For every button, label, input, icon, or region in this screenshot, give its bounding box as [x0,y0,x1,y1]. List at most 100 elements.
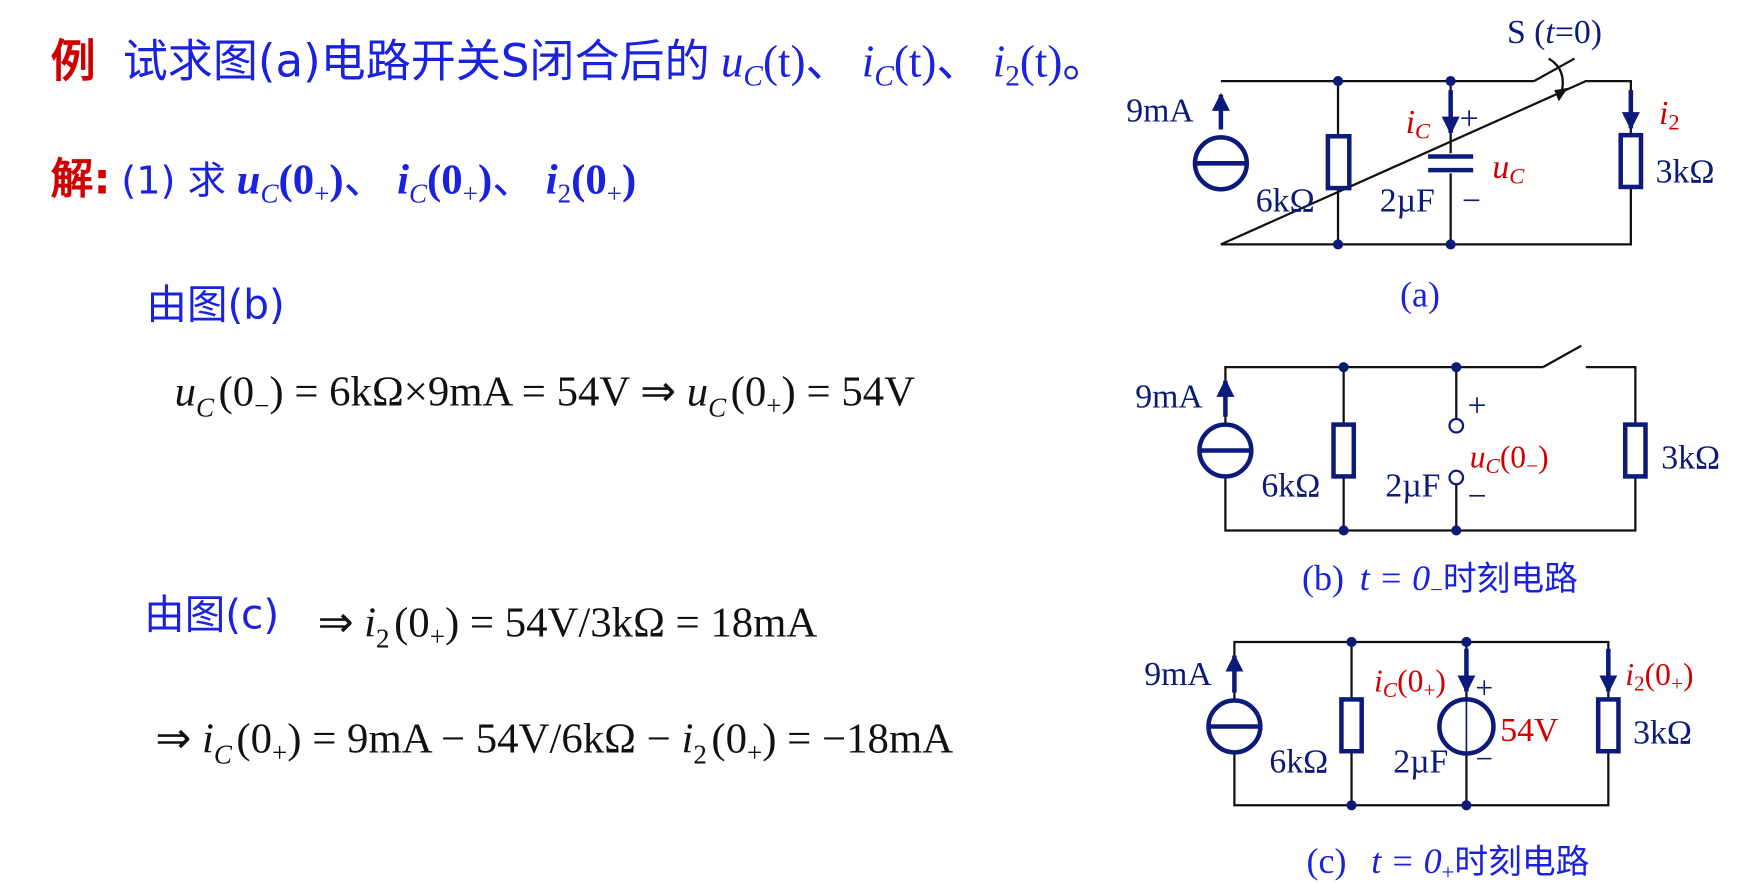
circuit_c-i2_argsub: + [1671,671,1683,695]
solution-terms-2-arg: (0 [571,157,607,204]
circuit_c-caption_text: 时刻电路 [1454,842,1589,881]
title-terms-0-sym: u [721,37,744,87]
svg-text:S (t=0): S (t=0) [1507,14,1602,51]
example-marker: 例 [51,35,96,88]
circuit_b-r2: 3kΩ [1661,440,1720,477]
solution-terms-0-): ) [329,157,343,204]
eq1-lhs_sym: u [175,368,196,415]
circuit_a-plus: + [1460,101,1479,138]
wires [1224,366,1637,532]
solution-terms-0-sym: u [237,157,261,204]
circuit_c-caption: (c) [1306,841,1346,881]
circuit_a-r2: 3kΩ [1656,153,1715,190]
eq3-mid: = 9mA − 54V/6kΩ − [302,715,682,762]
solution-terms-0-arg: (0 [278,157,314,204]
title-terms-1-sub: C [874,61,894,93]
circuit_c-source: 9mA [1144,656,1212,693]
circuit_c-i2_sub: 2 [1634,671,1645,695]
eq3-sub2: 2 [693,740,707,770]
eq1-lhs_close: ) [269,368,283,415]
circuit_b-caption: (b) [1302,558,1344,598]
circuit_a-i2: i [1659,95,1668,132]
circuit_c-minus: − [1475,741,1493,776]
equation-uc-0minus: uC(0−) = 6kΩ×9mA = 54V ⇒ uC(0+) = 54V [175,368,916,422]
eq3-close2: ) [762,715,776,762]
section-b-label: 由图(b) [146,281,284,329]
caption-b: (b)t = 0−时刻电路 [1302,558,1578,602]
circuit_c-r2: 3kΩ [1633,714,1692,751]
circuit_c-ic_arg: (0 [1397,664,1423,699]
circuit_b-caption_t: t = 0 [1360,558,1430,598]
caption-c: (c)t = 0+时刻电路 [1306,841,1589,883]
solution-terms-0-argsub: + [314,179,329,209]
switch-blade [1533,57,1576,83]
terminal-plus-icon [1448,417,1465,434]
problem-title: 例 试求图(a)电路开关S闭合后的 uC(t)、 iC(t)、 i2(t)。 [51,35,1108,93]
eq3-sym: i [202,715,214,762]
circuit_c-caption_t: t = 0 [1371,841,1441,881]
solution-terms-0-sub: C [260,179,279,209]
circuit_a-minus: − [1462,183,1481,220]
eq3-argsub2: + [747,737,762,767]
circuit_a-uc: u [1492,149,1509,186]
circuit_a-ic: i [1406,104,1415,141]
eq1-rhs_sub: C [708,393,727,423]
title-terms-0-sep: 、 [805,35,850,88]
circuit_b-r1: 6kΩ [1261,468,1320,505]
circuit_b-caption_text: 时刻电路 [1443,559,1578,598]
circuit-b: 9mA 6kΩ 2µF 3kΩ + − uC(0−) (b)t = 0−时刻电路 [1135,344,1720,602]
solution-terms-1-sep: 、 [492,155,535,205]
circuit_c-i2_arg: (0 [1645,657,1671,692]
eq3-sub: C [214,740,233,770]
circuit_c-i2_close: ) [1683,657,1694,692]
title-terms-2-sep: 。 [1062,35,1107,88]
eq3-arg: (0 [236,715,272,762]
wires [1220,79,1632,246]
circuit_b-cap: 2µF [1385,468,1440,505]
circuit_b-plus: + [1468,388,1487,425]
circuit_b-uc_close: ) [1538,439,1549,474]
circuit_c-plus: + [1475,670,1493,705]
circuit-c: 9mA 6kΩ 2µF 3kΩ 54V + − iC(0+) i2(0+) (c… [1144,636,1694,883]
eq3-arg2: (0 [711,715,747,762]
eq3-arrow: ⇒ [155,715,202,762]
eq2-argsub: + [430,621,445,651]
eq1-rhs_sym: u [687,368,708,415]
circuit_a-cap: 2µF [1380,183,1435,220]
eq2-close: ) [445,599,459,646]
circuit_c-cap: 2µF [1393,744,1448,781]
circuit_c-vsrc: 54V [1500,712,1558,749]
circuit_a-i2_sub: 2 [1668,110,1679,135]
title-text: 试求图(a)电路开关S闭合后的 [123,35,710,88]
title-terms-2-sub: 2 [1005,61,1020,93]
title-terms-2-arg: (t) [1020,37,1063,87]
circuit_a-uc_sub: C [1509,164,1525,189]
eq1-lhs_sub: C [196,393,215,423]
circuit_b-uc_arg: (0 [1500,439,1526,474]
solution-terms-1-argsub: + [463,179,478,209]
resistor-3k-icon [1618,132,1644,190]
title-terms-1-sym: i [862,37,875,87]
circuit_a-source: 9mA [1126,93,1194,130]
circuit_b-uc: u [1470,439,1486,474]
eq1-lhs_argsub: − [254,390,269,420]
circuit_c-ic_sub: C [1383,678,1398,702]
solution-terms-2-): ) [622,157,636,204]
title-terms-1-sep: 、 [936,35,981,88]
resistor-3k-icon [1622,422,1648,479]
eq1-rhs_argsub: + [766,390,781,420]
eq1-rhs_val: = 54V [796,368,915,415]
circuit_a-switch_label: S ( [1507,14,1545,51]
eq2-sub: 2 [376,624,390,654]
svg-text:iC(0+): iC(0+) [1374,664,1446,703]
open-switch [1542,344,1582,369]
section-c-label: 由图(c) [144,590,279,638]
solution-heading: 解: (1) 求 uC(0+)、 iC(0+)、 i2(0+) [51,155,637,209]
solution-prefix: 解: [51,155,111,205]
eq3-argsub: + [272,737,287,767]
solution-step: (1) 求 [121,159,226,204]
eq2-arrow: ⇒ [318,599,365,646]
svg-text:i2(0+): i2(0+) [1625,657,1693,696]
solution-terms-2-sym: i [546,157,558,204]
svg-text:uC: uC [1492,149,1525,189]
